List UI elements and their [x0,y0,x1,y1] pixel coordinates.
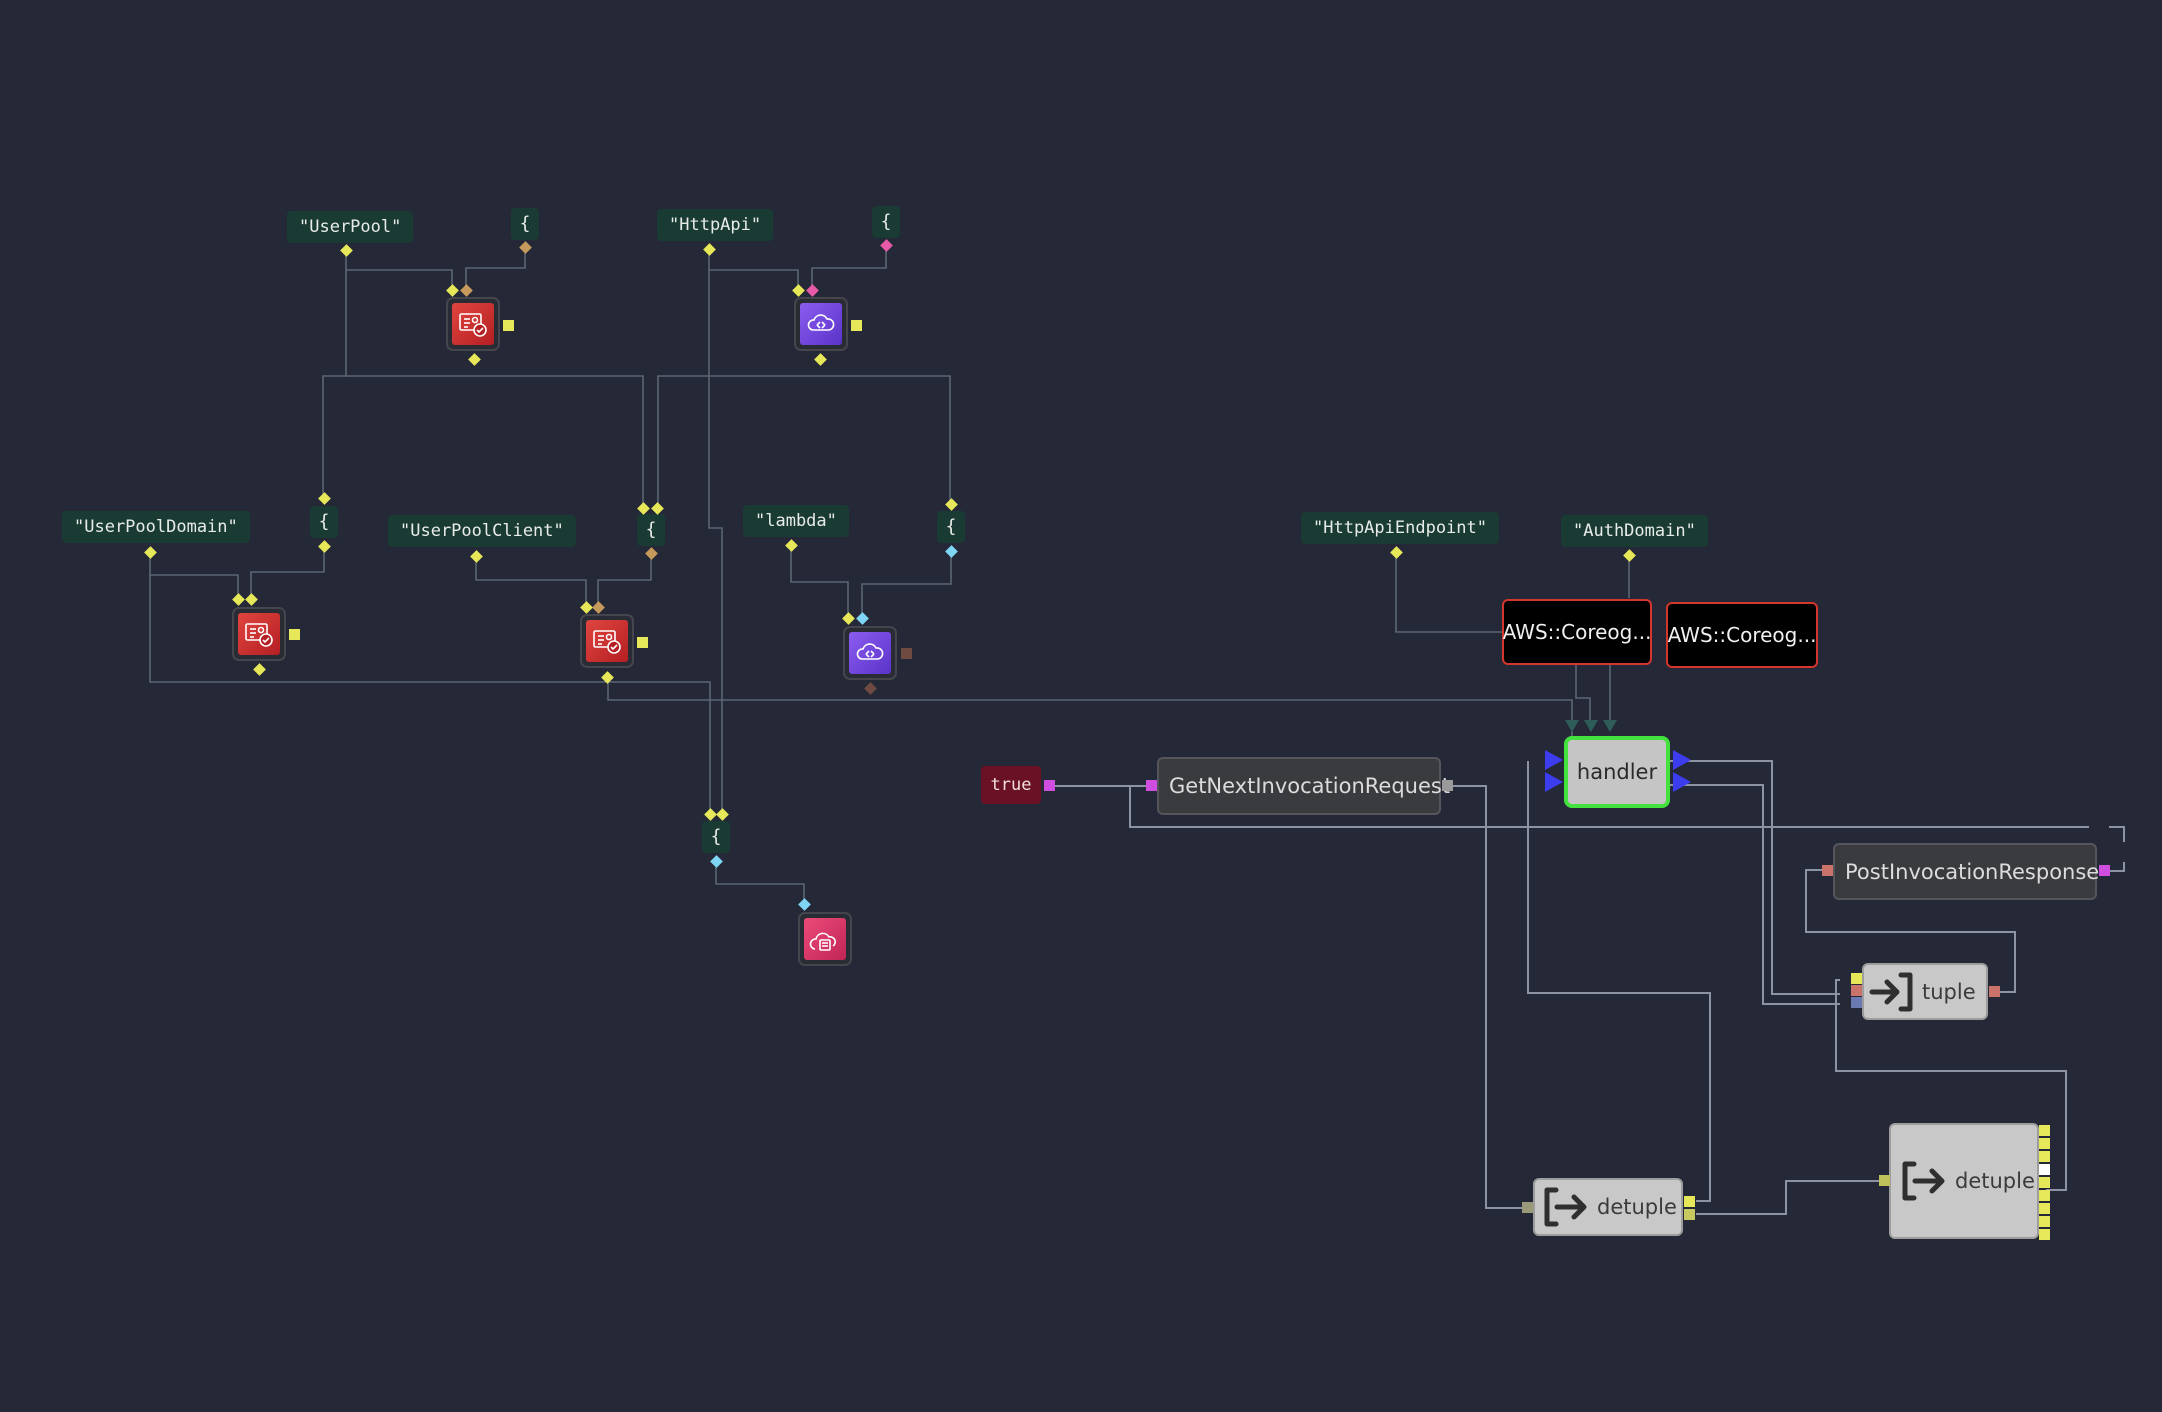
literal-lambda[interactable]: "lambda" [743,505,849,537]
handler-node[interactable]: handler [1564,736,1670,808]
tuple-output-port[interactable] [1989,986,2000,997]
detuple-output-port[interactable] [2039,1164,2050,1175]
object-node[interactable]: { [937,511,965,543]
side-port[interactable] [503,320,514,331]
aws-resource-ref-node[interactable]: AWS::Coreog... [1502,599,1652,665]
handler-input-ports[interactable] [1543,748,1565,794]
post-invocation-response-node[interactable]: PostInvocationResponse [1833,843,2099,900]
aws-resource-ref-node[interactable]: AWS::Coreog... [1666,602,1818,668]
arrow-out-of-bracket-icon [1902,1161,1945,1201]
literal-httpapiendpoint[interactable]: "HttpApiEndpoint" [1301,512,1499,544]
api-gateway-icon [856,643,884,660]
stack-output-resource[interactable] [798,912,852,966]
side-port[interactable] [851,320,862,331]
tuple-input-port[interactable] [1851,973,1862,984]
detuple-output-port[interactable] [2039,1138,2050,1149]
object-node[interactable]: { [637,514,665,546]
handler-input-arrows [1565,720,1617,732]
object-node[interactable]: { [872,206,900,238]
detuple-output-port[interactable] [2039,1190,2050,1201]
arrow-into-bracket-icon [1869,972,1913,1011]
detuple-output-port[interactable] [1684,1209,1695,1220]
detuple-output-port[interactable] [2039,1125,2050,1136]
detuple-node[interactable]: detuple [1889,1123,2039,1239]
detuple-output-port[interactable] [2039,1229,2050,1240]
post-response-input-port[interactable] [1822,865,1833,876]
httpapi-resource[interactable] [794,297,848,351]
handler-output-ports[interactable] [1671,748,1693,794]
userpool-resource[interactable] [446,297,500,351]
cognito-icon [459,313,487,337]
lambda-integration-resource[interactable] [843,626,897,680]
detuple-input-port[interactable] [1522,1202,1533,1213]
true-literal[interactable]: true [981,766,1041,804]
tuple-node[interactable]: tuple [1862,963,1988,1020]
post-response-output-port[interactable] [2099,865,2110,876]
cognito-icon [593,630,621,654]
object-node[interactable]: { [702,821,730,853]
detuple-input-port[interactable] [1879,1175,1890,1186]
true-output-port[interactable] [1044,780,1055,791]
literal-userpooldomain[interactable]: "UserPoolDomain" [62,511,250,543]
tuple-input-port[interactable] [1851,985,1862,996]
arrow-out-of-bracket-icon [1544,1187,1587,1227]
literal-userpool[interactable]: "UserPool" [287,211,414,243]
detuple-output-port[interactable] [2039,1216,2050,1227]
userpoolclient-resource[interactable] [580,614,634,668]
literal-userpoolclient[interactable]: "UserPoolClient" [388,515,576,547]
object-node[interactable]: { [511,208,539,240]
get-next-invocation-node[interactable]: GetNextInvocationRequest [1157,757,1450,815]
literal-httpapi[interactable]: "HttpApi" [657,209,774,241]
side-port[interactable] [637,637,648,648]
side-port[interactable] [289,629,300,640]
userpooldomain-resource[interactable] [232,607,286,661]
api-gateway-icon [807,314,835,331]
detuple-output-port[interactable] [1684,1196,1695,1207]
get-next-output-port[interactable] [1442,780,1453,791]
detuple-node[interactable]: detuple [1533,1178,1683,1236]
detuple-output-port[interactable] [2039,1151,2050,1162]
infra-wires [149,249,1630,904]
cognito-icon [245,623,273,647]
detuple-label: detuple [1597,1195,1677,1219]
detuple-output-port[interactable] [2039,1177,2050,1188]
tuple-input-port[interactable] [1851,997,1862,1008]
cloudformation-icon [809,932,836,951]
detuple-output-port[interactable] [2039,1203,2050,1214]
side-port[interactable] [901,648,912,659]
detuple-label: detuple [1955,1169,2035,1193]
tuple-label: tuple [1922,979,1976,1004]
literal-authdomain[interactable]: "AuthDomain" [1561,515,1708,547]
object-node[interactable]: { [310,506,338,538]
get-next-input-port[interactable] [1146,780,1157,791]
runtime-wires [1049,760,2125,1215]
